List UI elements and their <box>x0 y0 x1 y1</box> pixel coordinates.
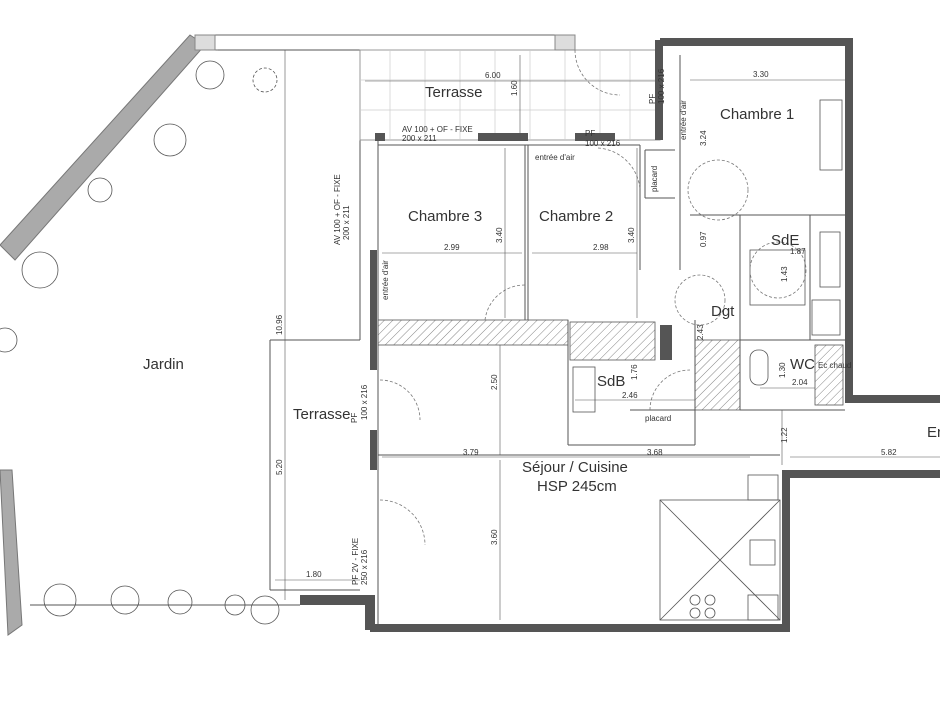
dim-ch1-w: 3.30 <box>753 70 769 79</box>
dim-dgt-a: 0.97 <box>699 231 708 247</box>
dim-sde-h: 1.43 <box>780 266 789 282</box>
hatched-beam <box>377 319 569 346</box>
label-window-top: AV 100 + OF - FIXE <box>402 125 473 134</box>
label-pf-right: PF <box>648 94 657 104</box>
label-entree-air-1: entrée d'air <box>535 153 575 162</box>
dim-sdb-w: 2.46 <box>622 391 638 400</box>
dim-sejour-a: 3.79 <box>463 448 479 457</box>
label-pf-right-size: 100 x 216 <box>657 68 666 104</box>
garden-border <box>0 34 206 261</box>
label-pf-top: PF <box>585 129 595 138</box>
room-sejour: Séjour / Cuisine <box>522 459 628 476</box>
label-window-left: AV 100 + OF - FIXE <box>333 174 342 245</box>
dim-wc-h: 1.30 <box>778 362 787 378</box>
dim-dgt-b: 2.43 <box>696 324 705 340</box>
dim-terrasse-w: 6.00 <box>485 71 501 80</box>
label-pf-left: PF <box>350 413 359 423</box>
label-placard-2: placard <box>645 414 671 423</box>
label-window-left-size: 200 x 211 <box>342 205 351 240</box>
dim-total-h: 10.96 <box>275 314 284 335</box>
terrace-tiles <box>359 49 661 141</box>
label-entree-air-3: entrée d'air <box>679 100 688 140</box>
dim-ch3-h: 3.40 <box>495 227 504 243</box>
label-entree-air-2: entrée d'air <box>381 260 390 300</box>
dim-sejour-b: 3.68 <box>647 448 663 457</box>
room-wc: WC <box>790 356 815 373</box>
dim-ch3-w: 2.99 <box>444 243 460 252</box>
walls <box>300 38 940 632</box>
room-dgt: Dgt <box>711 303 735 320</box>
label-pf-2v-size: 250 x 216 <box>360 549 369 585</box>
dim-terrasse-left-h: 5.20 <box>275 459 284 475</box>
dim-terrasse-h: 1.60 <box>510 80 519 96</box>
dim-hall-h: 1.22 <box>780 427 789 443</box>
dim-sde-w: 1.87 <box>790 247 806 256</box>
label-pf-top-size: 100 x 216 <box>585 139 621 148</box>
label-ballon: Ec chaud <box>818 361 851 370</box>
label-pf-left-size: 100 x 216 <box>360 384 369 420</box>
label-window-top-size: 200 x 211 <box>402 134 437 143</box>
room-sdb: SdB <box>597 373 625 390</box>
garden-border-left <box>0 469 23 636</box>
dim-sejour-c: 5.82 <box>881 448 897 457</box>
garden-top-edge <box>194 34 576 51</box>
room-chambre-2: Chambre 2 <box>539 208 613 225</box>
room-chambre-1: Chambre 1 <box>720 106 794 123</box>
dim-terrasse-left-w: 1.80 <box>306 570 322 579</box>
room-terrasse-left: Terrasse <box>293 406 351 423</box>
dim-wc-w: 2.04 <box>792 378 808 387</box>
label-pf-2v: PF 2V - FIXE <box>351 538 360 585</box>
dim-ch1-h: 3.24 <box>699 130 708 146</box>
room-terrasse-top: Terrasse <box>425 84 483 101</box>
dim-sejour-h2: 3.60 <box>490 529 499 545</box>
dim-sejour-h1: 2.50 <box>490 374 499 390</box>
plants <box>0 60 280 625</box>
room-sde: SdE <box>771 232 799 249</box>
dim-ch2-h: 3.40 <box>627 227 636 243</box>
room-jardin: Jardin <box>143 356 184 373</box>
label-placard-1: placard <box>650 166 659 192</box>
room-chambre-3: Chambre 3 <box>408 208 482 225</box>
room-hsp: HSP 245cm <box>537 478 617 495</box>
dim-sdb-h: 1.76 <box>630 364 639 380</box>
room-entree: En <box>927 424 940 441</box>
fixtures <box>572 99 843 621</box>
dim-ch2-w: 2.98 <box>593 243 609 252</box>
